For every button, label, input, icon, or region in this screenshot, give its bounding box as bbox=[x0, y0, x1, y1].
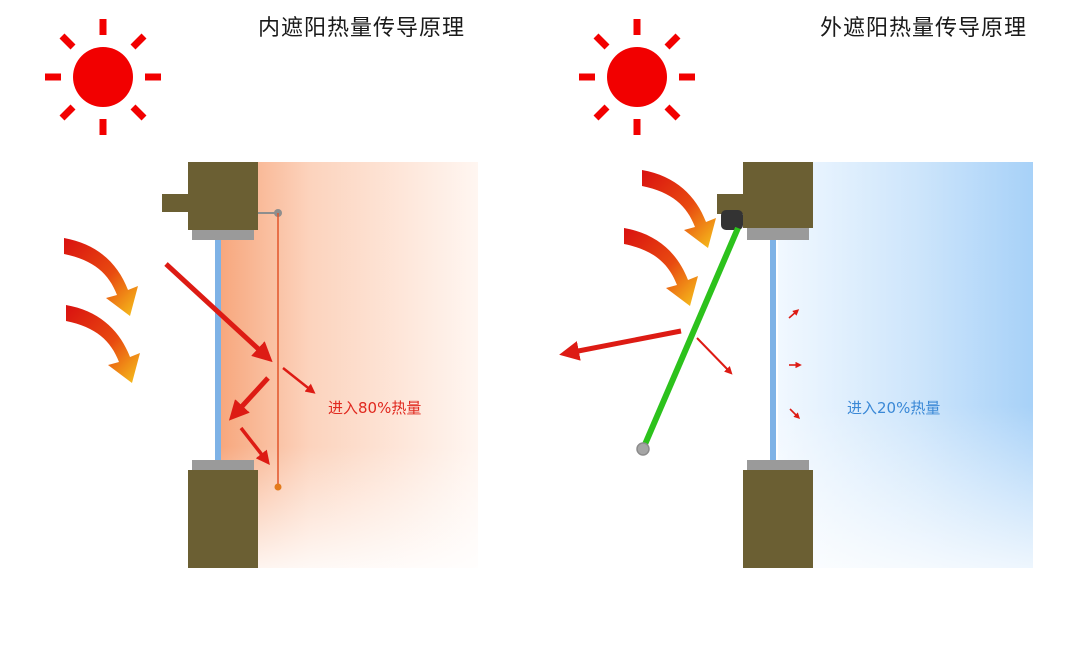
heat-arrow-icon bbox=[66, 305, 140, 383]
reflected-ray bbox=[559, 328, 682, 361]
sill-top bbox=[747, 228, 809, 240]
sill-top bbox=[192, 230, 254, 240]
small-heat-ray bbox=[789, 408, 801, 420]
reflected-ray-2 bbox=[239, 426, 270, 465]
heat-arrow-icon bbox=[642, 170, 716, 248]
glass-pane bbox=[770, 240, 776, 460]
small-heat-ray bbox=[788, 309, 800, 319]
transmitted-ray bbox=[696, 337, 733, 375]
incoming-ray bbox=[164, 262, 273, 363]
outer-heat-label: 进入20%热量 bbox=[847, 399, 941, 417]
inner-panel bbox=[45, 19, 478, 568]
wall-bottom bbox=[188, 470, 258, 568]
inner-heat-label: 进入80%热量 bbox=[328, 399, 422, 417]
sill-bottom bbox=[192, 460, 254, 470]
heat-arrow-icon bbox=[624, 228, 698, 306]
outer-panel bbox=[559, 19, 1033, 568]
wall-bottom bbox=[743, 470, 813, 568]
blind-box bbox=[162, 194, 192, 212]
reflected-ray bbox=[228, 376, 270, 421]
wall-top bbox=[743, 162, 813, 228]
sill-bottom bbox=[747, 460, 809, 470]
outer-shading-title: 外遮阳热量传导原理 bbox=[820, 16, 1028, 41]
blind-box bbox=[717, 194, 745, 214]
sun-icon bbox=[45, 19, 161, 135]
inner-shading-title: 内遮阳热量传导原理 bbox=[258, 16, 466, 41]
heat-arrow-icon bbox=[64, 238, 138, 316]
outer-blind-blade bbox=[640, 226, 741, 451]
wall-top bbox=[188, 162, 258, 230]
sun-icon bbox=[579, 19, 695, 135]
glass-pane bbox=[215, 240, 221, 460]
roller-head bbox=[721, 210, 743, 230]
transmitted-ray bbox=[282, 367, 316, 394]
